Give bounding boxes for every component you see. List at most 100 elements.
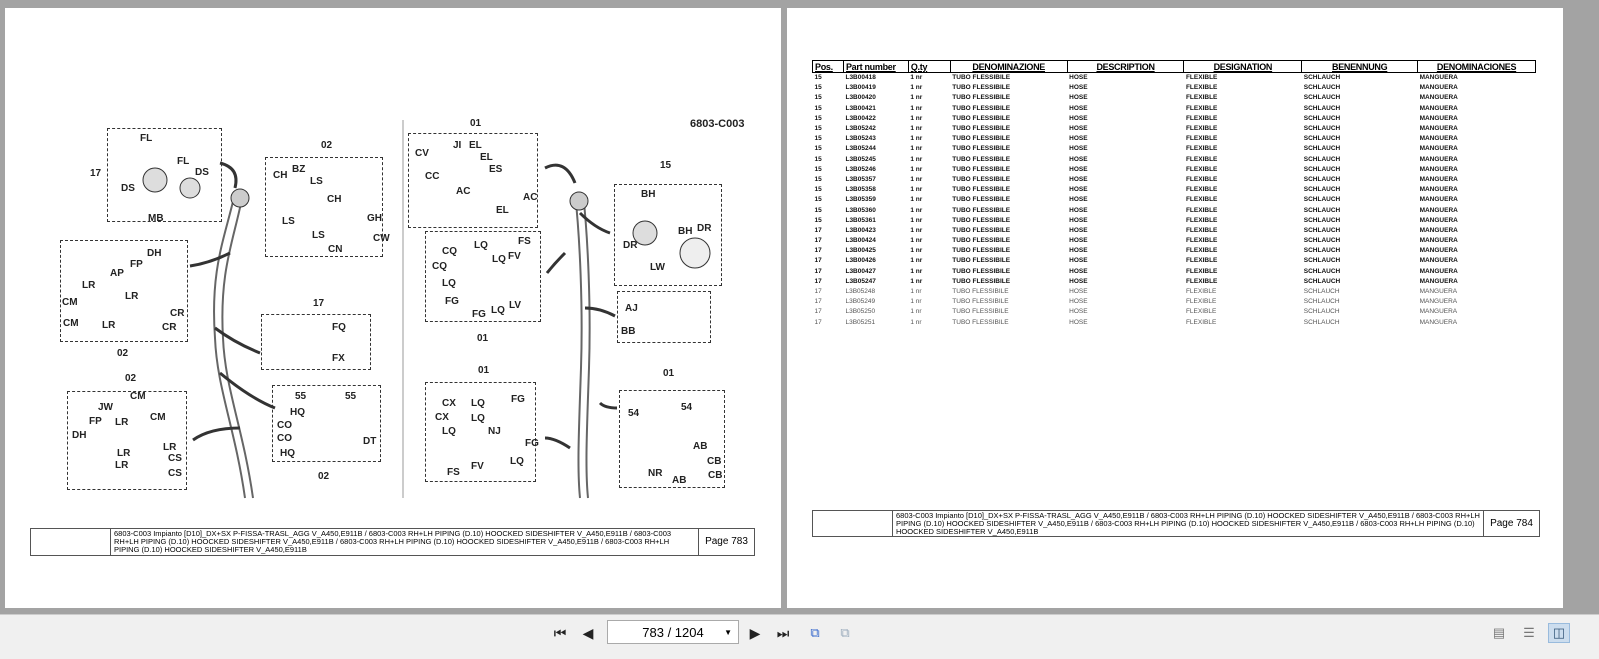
table-cell: 15 xyxy=(814,74,822,82)
table-cell: MANGUERA xyxy=(1419,206,1458,214)
table-cell: TUBO FLESSIBILE xyxy=(952,125,1011,133)
diagram-callout-label: LQ xyxy=(474,240,488,251)
diagram-callout-label: JW xyxy=(98,402,113,413)
detail-box xyxy=(261,314,371,370)
table-cell: SCHLAUCH xyxy=(1303,114,1341,122)
table-cell: FLEXIBLE xyxy=(1185,94,1218,102)
page-number-input[interactable]: 783 / 1204▼ xyxy=(607,620,739,644)
diagram-callout-label: LR xyxy=(115,417,129,428)
table-cell: SCHLAUCH xyxy=(1303,298,1340,306)
table-cell: MANGUERA xyxy=(1419,125,1458,133)
go-back-view-icon[interactable]: ⧉ xyxy=(810,625,820,640)
previous-page-button[interactable]: ◀ xyxy=(582,624,594,641)
table-cell: MANGUERA xyxy=(1419,267,1458,275)
table-cell: 15 xyxy=(814,155,822,163)
diagram-callout-label: 01 xyxy=(663,368,675,379)
diagram-callout-label: BH xyxy=(678,226,693,237)
diagram-callout-label: DR xyxy=(697,223,712,234)
table-cell: HOSE xyxy=(1069,155,1088,163)
single-page-view-icon[interactable]: ▤ xyxy=(1492,625,1506,640)
table-cell: HOSE xyxy=(1069,226,1088,234)
table-cell: SCHLAUCH xyxy=(1303,277,1341,285)
page-footer: 6803-C003 Impianto [D10]_DX+SX P-FISSA-T… xyxy=(30,528,755,556)
table-cell: L3B05245 xyxy=(845,155,876,163)
diagram-callout-label: LR xyxy=(82,280,96,291)
diagram-callout-label: 01 xyxy=(477,333,489,344)
table-cell: 1 nr xyxy=(910,84,923,92)
table-cell: HOSE xyxy=(1069,145,1088,153)
next-page-button[interactable]: ▶ xyxy=(749,624,761,641)
diagram-callout-label: AB xyxy=(693,441,708,452)
table-cell: MANGUERA xyxy=(1419,237,1458,245)
first-page-button[interactable]: ⏮ xyxy=(553,624,567,641)
table-cell: 1 nr xyxy=(910,155,923,163)
diagram-callout-label: LQ xyxy=(471,398,485,409)
diagram-callout-label: BZ xyxy=(292,164,306,175)
table-cell: 1 nr xyxy=(910,237,923,245)
table-cell: FLEXIBLE xyxy=(1185,247,1218,255)
table-cell: TUBO FLESSIBILE xyxy=(952,165,1011,173)
table-cell: TUBO FLESSIBILE xyxy=(952,298,1009,306)
diagram-callout-label: CQ xyxy=(432,261,447,272)
diagram-callout-label: CH xyxy=(273,170,288,181)
table-cell: TUBO FLESSIBILE xyxy=(952,196,1011,204)
detail-box xyxy=(107,128,222,222)
table-cell: FLEXIBLE xyxy=(1185,155,1218,163)
table-cell: L3B00418 xyxy=(845,74,876,82)
table-cell: SCHLAUCH xyxy=(1303,74,1341,82)
diagram-callout-label: CM xyxy=(150,412,166,423)
table-cell: TUBO FLESSIBILE xyxy=(952,74,1011,82)
table-cell: TUBO FLESSIBILE xyxy=(952,104,1011,112)
diagram-callout-label: FL xyxy=(177,156,190,167)
two-page-view-icon[interactable]: ◫ xyxy=(1548,623,1570,643)
table-cell: L3B05247 xyxy=(845,277,876,285)
table-cell: TUBO FLESSIBILE xyxy=(952,237,1011,245)
table-cell: L3B05251 xyxy=(845,318,876,326)
table-cell: SCHLAUCH xyxy=(1303,104,1341,112)
table-cell: 15 xyxy=(814,175,822,183)
go-forward-view-icon[interactable]: ⧉ xyxy=(840,625,850,640)
diagram-callout-label: 55 xyxy=(345,391,357,402)
detail-box xyxy=(408,133,538,228)
table-cell: FLEXIBLE xyxy=(1185,125,1218,133)
table-cell: MANGUERA xyxy=(1419,226,1458,234)
diagram-callout-label: FV xyxy=(508,251,521,262)
diagram-callout-label: CS xyxy=(168,468,182,479)
chevron-down-icon[interactable]: ▼ xyxy=(724,627,732,637)
diagram-callout-label: AC xyxy=(456,186,471,197)
table-cell: 1 nr xyxy=(910,257,923,265)
detail-box xyxy=(619,390,725,488)
last-page-button[interactable]: ⏭ xyxy=(776,624,790,641)
page-label: Page 783 xyxy=(705,536,748,547)
table-cell: FLEXIBLE xyxy=(1185,298,1217,306)
table-cell: MANGUERA xyxy=(1419,318,1458,326)
table-cell: FLEXIBLE xyxy=(1185,196,1218,204)
table-cell: SCHLAUCH xyxy=(1303,257,1341,265)
table-cell: FLEXIBLE xyxy=(1185,186,1218,194)
diagram-callout-label: EL xyxy=(469,140,482,151)
table-cell: 1 nr xyxy=(910,216,923,224)
table-cell: SCHLAUCH xyxy=(1303,308,1340,316)
table-cell: MANGUERA xyxy=(1419,257,1458,265)
table-cell: MANGUERA xyxy=(1419,94,1458,102)
table-cell: TUBO FLESSIBILE xyxy=(952,84,1011,92)
diagram-callout-label: LW xyxy=(650,262,665,273)
table-cell: HOSE xyxy=(1069,288,1088,296)
table-cell: 15 xyxy=(814,196,822,204)
table-cell: 1 nr xyxy=(910,247,923,255)
detail-box xyxy=(272,385,381,462)
diagram-callout-label: CB xyxy=(708,470,723,481)
continuous-view-icon[interactable]: ☰ xyxy=(1523,625,1535,640)
table-cell: L3B00424 xyxy=(845,237,876,245)
table-cell: 15 xyxy=(814,135,822,143)
page-footer: 6803-C003 Impianto [D10]_DX+SX P-FISSA-T… xyxy=(812,510,1540,537)
diagram-callout-label: 15 xyxy=(660,160,672,171)
footer-text: 6803-C003 Impianto [D10]_DX+SX P-FISSA-T… xyxy=(111,529,699,555)
